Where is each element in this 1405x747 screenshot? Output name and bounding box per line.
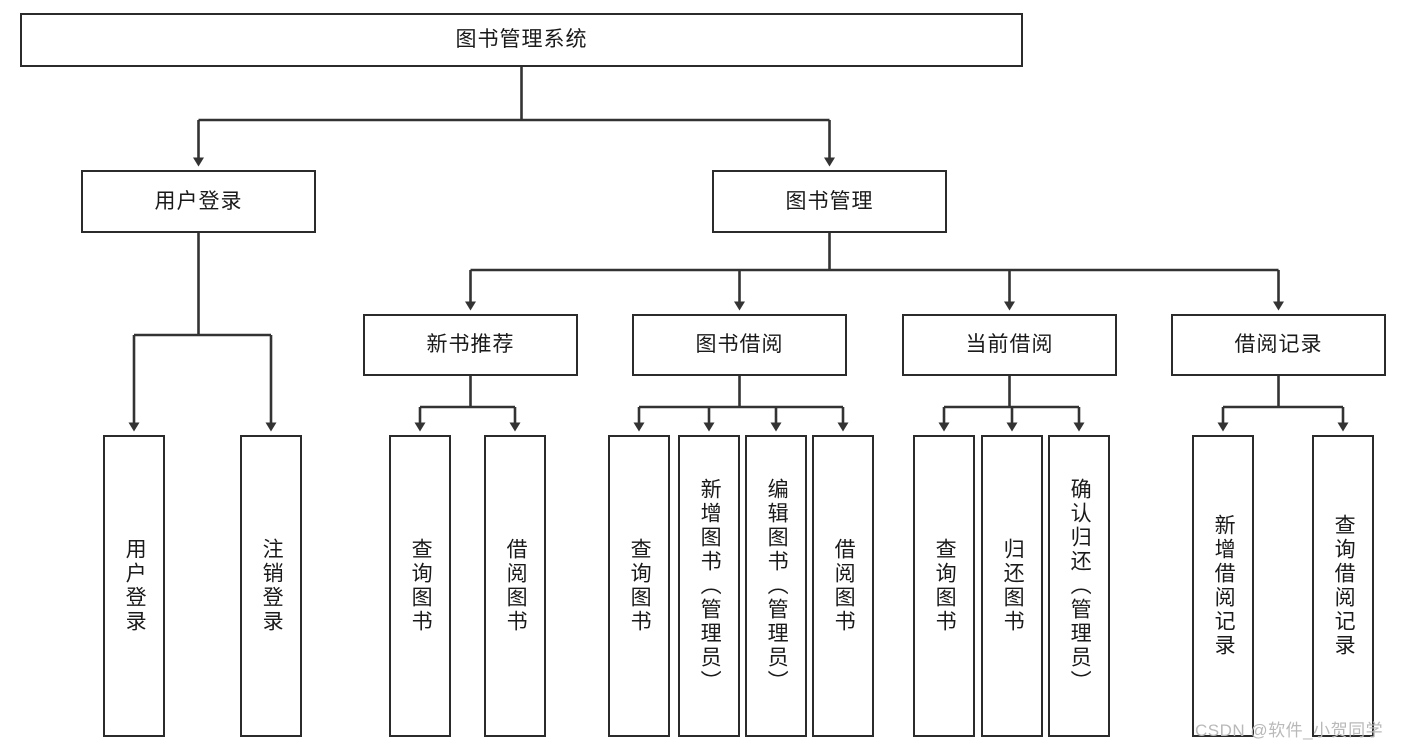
leaf-confirm-return[interactable]: 确认归还（管理员） (1048, 435, 1110, 737)
leaf-confirm-return-label: 确认归还（管理员） (1068, 478, 1092, 694)
node-root-label: 图书管理系统 (455, 28, 588, 52)
leaf-query-borrow-record-label: 查询借阅记录 (1332, 514, 1356, 658)
node-user-login[interactable]: 用户登录 (81, 170, 316, 233)
node-current-borrow[interactable]: 当前借阅 (902, 314, 1117, 376)
csdn-watermark: CSDN @软件_小贺同学 (1195, 721, 1384, 740)
node-root[interactable]: 图书管理系统 (20, 13, 1023, 67)
leaf-borrow-book-rec-label: 借阅图书 (504, 538, 528, 634)
leaf-query-borrow-record[interactable]: 查询借阅记录 (1312, 435, 1374, 737)
leaf-user-login[interactable]: 用户登录 (103, 435, 165, 737)
leaf-query-book-cur-label: 查询图书 (933, 538, 957, 634)
leaf-add-borrow-record-label: 新增借阅记录 (1212, 514, 1236, 658)
node-book-borrow-label: 图书借阅 (695, 333, 784, 357)
leaf-query-book-rec[interactable]: 查询图书 (389, 435, 451, 737)
node-new-book-recommend-label: 新书推荐 (426, 333, 515, 357)
leaf-query-book-borrow-label: 查询图书 (628, 538, 652, 634)
leaf-query-book-rec-label: 查询图书 (409, 538, 433, 634)
leaf-borrow-book[interactable]: 借阅图书 (812, 435, 874, 737)
node-user-login-label: 用户登录 (154, 189, 243, 213)
node-borrow-record-label: 借阅记录 (1234, 333, 1323, 357)
node-book-borrow[interactable]: 图书借阅 (632, 314, 847, 376)
leaf-add-book[interactable]: 新增图书（管理员） (678, 435, 740, 737)
leaf-logout-login-label: 注销登录 (260, 538, 284, 634)
leaf-query-book-borrow[interactable]: 查询图书 (608, 435, 670, 737)
leaf-add-book-label: 新增图书（管理员） (698, 478, 722, 694)
leaf-borrow-book-rec[interactable]: 借阅图书 (484, 435, 546, 737)
leaf-logout-login[interactable]: 注销登录 (240, 435, 302, 737)
leaf-return-book[interactable]: 归还图书 (981, 435, 1043, 737)
node-current-borrow-label: 当前借阅 (965, 333, 1054, 357)
leaf-add-borrow-record[interactable]: 新增借阅记录 (1192, 435, 1254, 737)
leaf-return-book-label: 归还图书 (1001, 538, 1025, 634)
node-borrow-record[interactable]: 借阅记录 (1171, 314, 1386, 376)
leaf-user-login-label: 用户登录 (123, 538, 147, 634)
node-new-book-recommend[interactable]: 新书推荐 (363, 314, 578, 376)
leaf-query-book-cur[interactable]: 查询图书 (913, 435, 975, 737)
leaf-edit-book-label: 编辑图书（管理员） (765, 478, 789, 694)
leaf-borrow-book-label: 借阅图书 (832, 538, 856, 634)
node-book-management-label: 图书管理 (785, 189, 874, 213)
node-book-management[interactable]: 图书管理 (712, 170, 947, 233)
leaf-edit-book[interactable]: 编辑图书（管理员） (745, 435, 807, 737)
